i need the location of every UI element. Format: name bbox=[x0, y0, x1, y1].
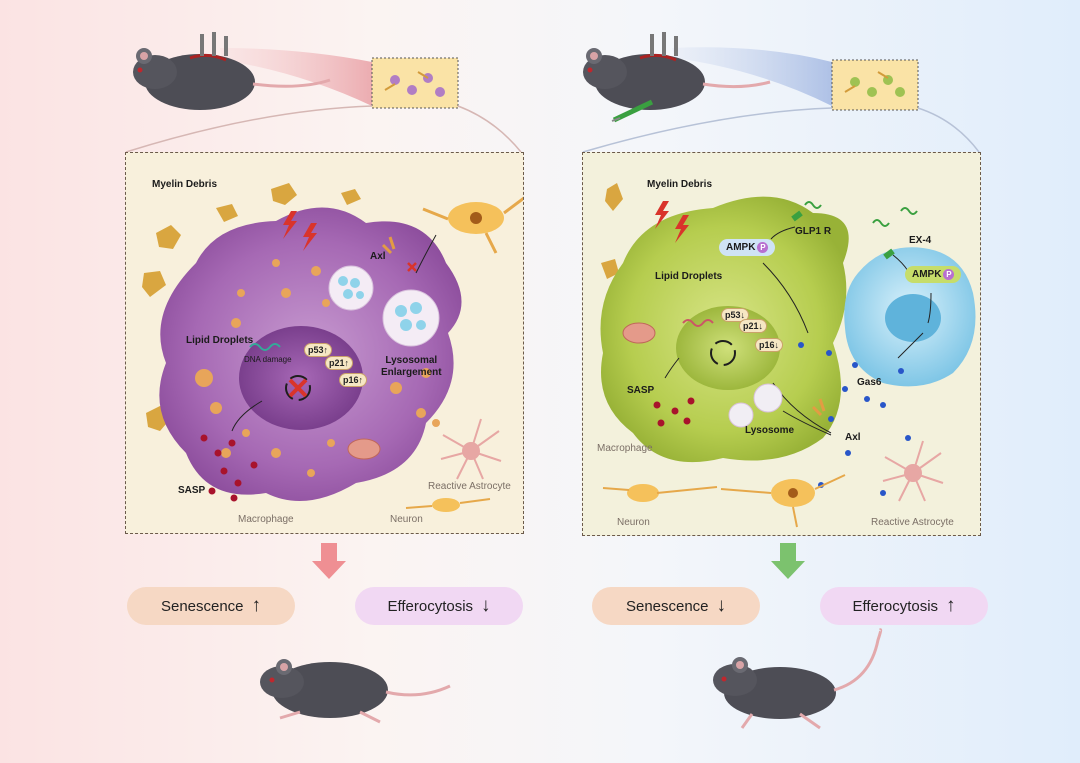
left-zoom-line-l bbox=[125, 105, 373, 153]
right-funnel bbox=[672, 47, 832, 106]
right-zoom-line-r bbox=[917, 107, 980, 153]
label-myelin-debris: Myelin Debris bbox=[647, 179, 713, 190]
label-neuron: Neuron bbox=[617, 517, 650, 528]
label-reactive-astrocyte: Reactive Astrocyte bbox=[428, 481, 511, 492]
label-lysosomal-enlargement: Lysosomal Enlargement bbox=[381, 355, 442, 378]
label-neuron: Neuron bbox=[390, 514, 423, 525]
left-panel: Myelin Debris Axl Lipid Droplets DNA dam… bbox=[125, 152, 524, 534]
marker-p53: p53↓ bbox=[721, 308, 750, 322]
marker-p53: p53↑ bbox=[304, 343, 333, 357]
left-nucleus bbox=[239, 326, 363, 430]
down-arrow-icon: ↓ bbox=[481, 595, 491, 616]
left-zoom-line-r bbox=[457, 105, 522, 153]
left-top-mouse bbox=[133, 32, 331, 110]
label-sasp: SASP bbox=[178, 485, 206, 496]
label-axl: Axl bbox=[845, 432, 861, 443]
right-senescence-pill: Senescence↓ bbox=[592, 587, 760, 625]
marker-p21: p21↓ bbox=[739, 319, 768, 333]
up-arrow-icon: ↑ bbox=[946, 595, 956, 616]
left-neuron-bottom bbox=[405, 498, 491, 512]
left-inset-cells bbox=[384, 71, 445, 97]
phospho-icon: P bbox=[757, 242, 769, 253]
label-axl: Axl bbox=[370, 251, 386, 262]
right-astrocyte bbox=[882, 440, 944, 502]
left-astrocyte bbox=[440, 418, 502, 480]
left-funnel bbox=[220, 48, 372, 106]
right-panel: Myelin Debris GLP1 R EX-4 Lipid Droplets… bbox=[582, 152, 981, 536]
marker-p21: p21↑ bbox=[325, 356, 354, 370]
left-senescence-pill: Senescence↑ bbox=[127, 587, 295, 625]
label-lysosome: Lysosome bbox=[745, 425, 795, 436]
left-efferocytosis-pill: Efferocytosis↓ bbox=[355, 587, 523, 625]
marker-p16: p16↑ bbox=[339, 373, 368, 387]
label-glp1r: GLP1 R bbox=[795, 226, 832, 237]
label-macrophage: Macrophage bbox=[238, 514, 294, 525]
label-ex4: EX-4 bbox=[909, 235, 932, 246]
label-myelin-debris: Myelin Debris bbox=[152, 179, 218, 190]
label-gas6: Gas6 bbox=[857, 377, 882, 388]
label-lipid-droplets: Lipid Droplets bbox=[186, 335, 254, 346]
left-neuron-top bbox=[422, 196, 523, 254]
right-top-mouse bbox=[583, 32, 771, 123]
phospho-icon: P bbox=[943, 269, 955, 280]
left-inset bbox=[371, 57, 459, 109]
right-inset bbox=[831, 59, 919, 111]
right-inset-cells bbox=[844, 71, 905, 97]
up-arrow-icon: ↑ bbox=[251, 595, 262, 616]
down-arrow-icon: ↓ bbox=[716, 595, 727, 616]
right-neurons bbox=[602, 474, 846, 528]
label-dna-damage: DNA damage bbox=[244, 355, 292, 364]
right-efferocytosis-pill: Efferocytosis↑ bbox=[820, 587, 988, 625]
marker-p16: p16↓ bbox=[755, 338, 784, 352]
label-lipid-droplets: Lipid Droplets bbox=[655, 271, 723, 282]
label-macrophage: Macrophage bbox=[597, 443, 653, 454]
right-zoom-line-l bbox=[582, 107, 833, 153]
label-reactive-astrocyte: Reactive Astrocyte bbox=[871, 517, 954, 528]
label-sasp: SASP bbox=[627, 385, 655, 396]
